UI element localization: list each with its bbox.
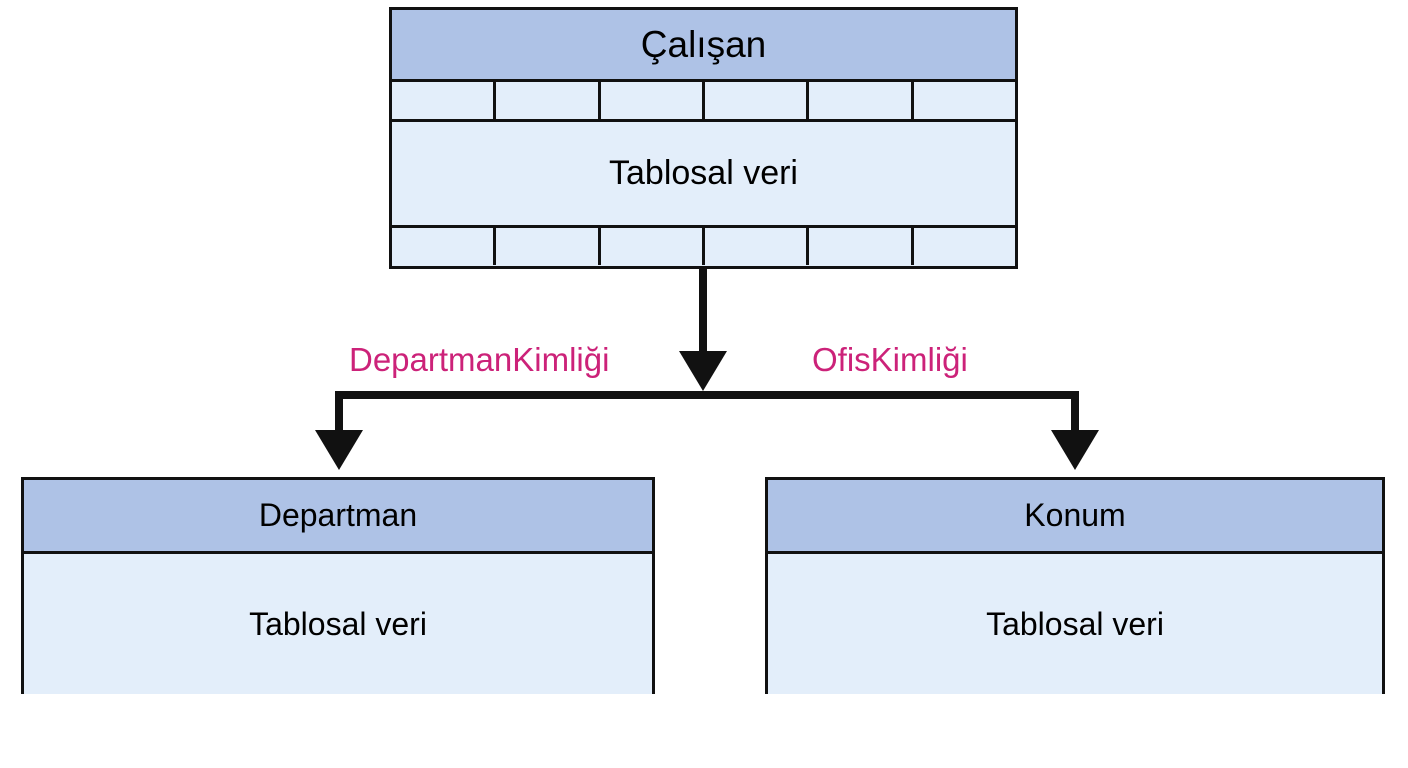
- table-cell: [392, 228, 497, 265]
- table-cell: [704, 82, 810, 119]
- table-cell: [913, 82, 1015, 119]
- relationship-label-departman-kimligi: DepartmanKimliği: [349, 341, 610, 378]
- entity-box-calisan: Çalışan Tablosal veri: [389, 7, 1018, 269]
- arrow-down-icon: [1051, 430, 1099, 470]
- table-cell: [913, 228, 1015, 265]
- arrow-down-icon: [315, 430, 363, 470]
- connector-leg-left: [335, 391, 343, 436]
- table-cell: [496, 228, 601, 265]
- connector-bar-horizontal: [335, 391, 1079, 399]
- column-strip-bottom-calisan: [392, 225, 1015, 265]
- entity-title-departman: Departman: [24, 480, 652, 554]
- entity-title-calisan: Çalışan: [392, 10, 1015, 82]
- table-cell: [809, 228, 914, 265]
- arrow-down-icon: [679, 351, 727, 391]
- entity-body-konum: Tablosal veri: [768, 554, 1382, 694]
- entity-title-konum: Konum: [768, 480, 1382, 554]
- entity-body-departman: Tablosal veri: [24, 554, 652, 694]
- entity-body-calisan: Tablosal veri: [392, 122, 1015, 225]
- table-cell: [809, 82, 914, 119]
- table-cell: [600, 228, 705, 265]
- entity-box-konum: Konum Tablosal veri: [765, 477, 1385, 694]
- entity-box-departman: Departman Tablosal veri: [21, 477, 655, 694]
- table-cell: [704, 228, 810, 265]
- connector-stem-vertical: [699, 269, 707, 353]
- table-cell: [392, 82, 497, 119]
- column-strip-top-calisan: [392, 82, 1015, 122]
- table-cell: [600, 82, 705, 119]
- relationship-label-ofis-kimligi: OfisKimliği: [812, 341, 968, 378]
- table-cell: [496, 82, 601, 119]
- connector-leg-right: [1071, 391, 1079, 436]
